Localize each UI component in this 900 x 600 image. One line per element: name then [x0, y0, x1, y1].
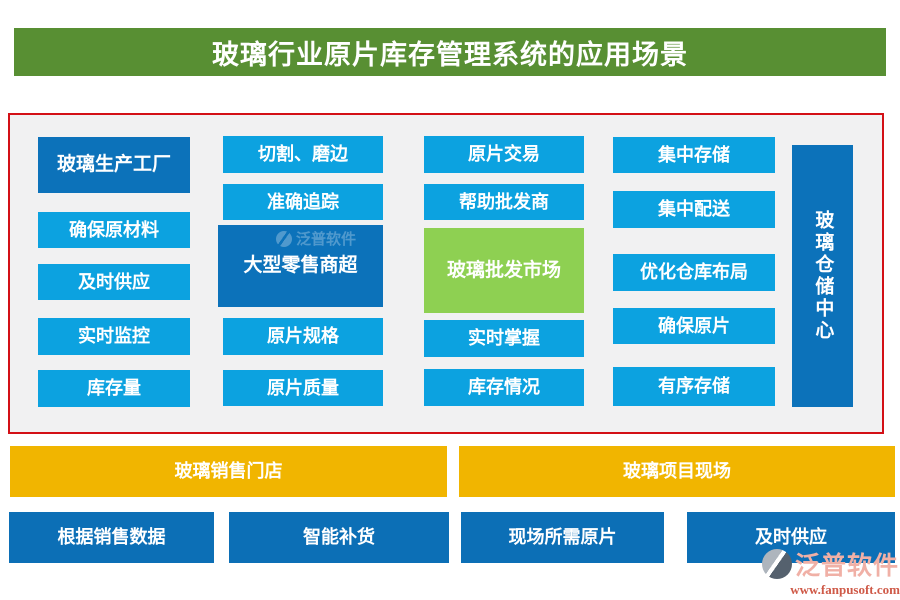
box-timely-supply: 及时供应 — [38, 264, 190, 300]
box-help-wholesalers: 帮助批发商 — [424, 184, 584, 220]
box-optimize-warehouse-layout: 优化仓库布局 — [613, 254, 775, 291]
box-cutting-edging: 切割、磨边 — [223, 136, 383, 173]
bar-glass-sales-store: 玻璃销售门店 — [10, 446, 447, 497]
bar-glass-project-site: 玻璃项目现场 — [459, 446, 895, 497]
box-site-required-sheets: 现场所需原片 — [461, 512, 664, 563]
box-centralized-distribution: 集中配送 — [613, 191, 775, 228]
box-realtime-grasp: 实时掌握 — [424, 320, 584, 357]
fanpu-logo-icon — [276, 230, 292, 247]
box-glass-wholesale-market: 玻璃批发市场 — [424, 228, 584, 313]
title-bar: 玻璃行业原片库存管理系统的应用场景 — [14, 28, 886, 76]
watermark-center: 泛普软件 — [276, 228, 356, 249]
watermark-url: www.fanpusoft.com — [790, 582, 900, 597]
page-title: 玻璃行业原片库存管理系统的应用场景 — [212, 39, 688, 70]
box-based-on-sales-data: 根据销售数据 — [9, 512, 214, 563]
box-smart-replenishment: 智能补货 — [229, 512, 449, 563]
watermark-bottom-right: 泛普软件 www.fanpusoft.com — [762, 546, 900, 598]
box-realtime-monitoring: 实时监控 — [38, 318, 190, 355]
watermark-brand: 泛普软件 — [296, 231, 357, 248]
box-inventory-quantity: 库存量 — [38, 370, 190, 407]
watermark-brand-row: 泛普软件 — [762, 546, 900, 582]
box-glass-storage-center: 玻璃仓储中心 — [792, 145, 853, 407]
box-sheet-trading: 原片交易 — [424, 136, 584, 173]
box-centralized-storage: 集中存储 — [613, 137, 775, 173]
box-sheet-specification: 原片规格 — [223, 318, 383, 355]
box-ensure-sheets: 确保原片 — [613, 308, 775, 344]
box-timely-supply-site: 及时供应 — [687, 512, 895, 563]
box-large-retail-supermarket: 大型零售商超 — [218, 225, 383, 307]
box-orderly-storage: 有序存储 — [613, 367, 775, 406]
box-glass-production-factory: 玻璃生产工厂 — [38, 137, 190, 193]
fanpu-logo-icon — [762, 549, 792, 579]
box-ensure-raw-materials: 确保原材料 — [38, 212, 190, 248]
box-accurate-tracking: 准确追踪 — [223, 184, 383, 220]
watermark-brand: 泛普软件 — [795, 552, 900, 580]
box-sheet-quality: 原片质量 — [223, 370, 383, 406]
box-inventory-status: 库存情况 — [424, 369, 584, 406]
